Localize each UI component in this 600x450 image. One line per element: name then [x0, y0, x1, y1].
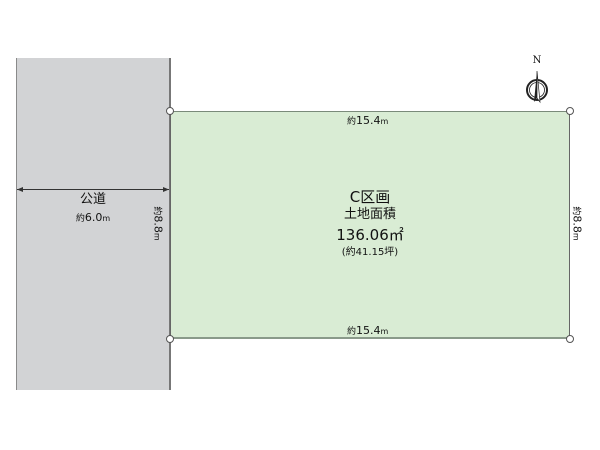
road-name: 公道	[79, 192, 106, 207]
road-width-dimension-line	[17, 187, 169, 192]
north-compass: N	[520, 56, 554, 106]
lot-info-label: C区画 土地面積 136.06㎡ (約41.15坪)	[320, 188, 420, 260]
vertex-marker-top-left	[166, 107, 174, 115]
compass-icon	[526, 70, 548, 104]
road-label: 公道 約6.0m	[16, 192, 170, 229]
land-area-tsubo: (約41.15坪)	[341, 247, 399, 258]
road-boundary-line	[169, 58, 171, 390]
lot-name: C区画	[349, 188, 391, 206]
north-label: N	[532, 55, 542, 66]
land-area-label: 土地面積	[343, 207, 396, 222]
vertex-marker-bottom-right	[566, 335, 574, 343]
public-road	[16, 58, 171, 390]
dimension-bottom: 約15.4m	[347, 324, 389, 337]
land-area-value: 136.06㎡	[336, 226, 404, 244]
vertex-marker-bottom-left	[166, 335, 174, 343]
dimension-left: 約8.8m	[151, 206, 165, 241]
dimension-top: 約15.4m	[347, 114, 389, 127]
dimension-right: 約8.8m	[570, 206, 584, 241]
road-width: 約6.0m	[75, 211, 111, 224]
vertex-marker-top-right	[566, 107, 574, 115]
double-arrow-icon	[17, 187, 169, 192]
lot-c-parcel	[170, 111, 570, 339]
